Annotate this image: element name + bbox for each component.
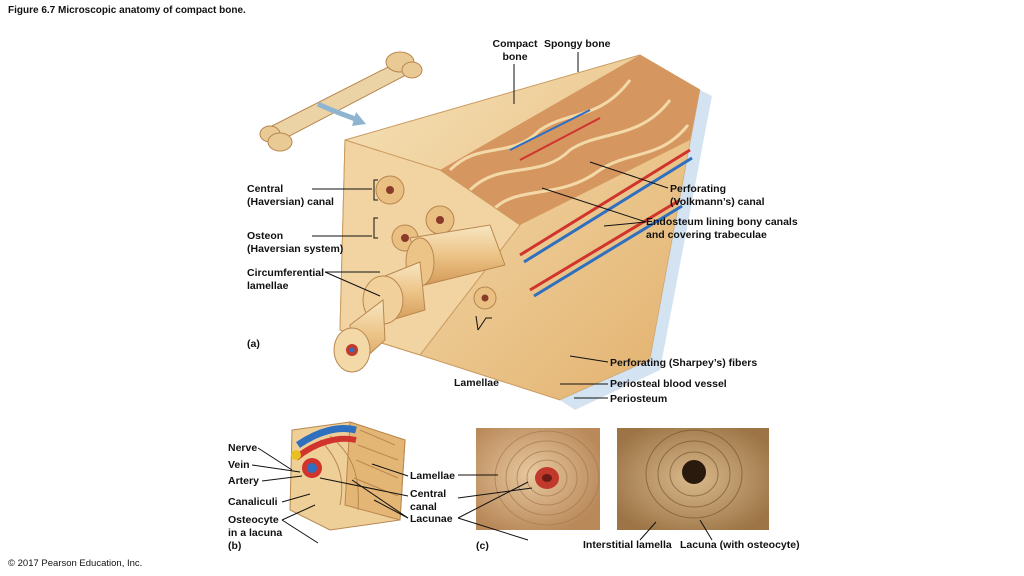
label-interstitial-lamella: Interstitial lamella [583,539,672,551]
label-vein: Vein [228,459,250,471]
leader-lines-a [312,52,669,399]
label-lamellae-a: Lamellae [454,377,499,389]
panel-b-block [289,421,406,531]
label-central-canal-b-line2: canal [410,501,437,513]
label-central-canal-line2: (Haversian) canal [247,196,334,208]
figure-title: Figure 6.7 Microscopic anatomy of compac… [8,5,246,16]
micrograph-left [476,428,600,530]
label-circumferential-lamellae: Circumferential lamellae [247,267,324,293]
label-compact-bone-line1: Compact [492,38,538,50]
label-osteocyte-line1: Osteocyte [228,514,279,526]
label-osteon: Osteon (Haversian system) [247,230,343,256]
label-perforating-canal-line2: (Volkmann’s) canal [670,196,765,208]
arrow-head-icon [352,112,366,126]
label-perforating-canal: Perforating (Volkmann’s) canal [670,183,765,209]
label-central-canal-b: Central canal [410,488,446,514]
label-endosteum-line1: Endosteum lining bony canals [646,216,798,228]
bone-block [333,54,712,410]
label-lacuna: Lacuna (with osteocyte) [680,539,800,551]
label-osteocyte: Osteocyte in a lacuna [228,514,282,540]
label-perforating-canal-line1: Perforating [670,183,727,195]
leader-lines-c [457,474,713,541]
label-circ-lamellae-line2: lamellae [247,280,289,292]
label-nerve: Nerve [228,442,258,454]
label-central-canal-b-line1: Central [410,488,447,500]
panel-b-label: (b) [228,540,242,552]
label-lacunae: Lacunae [410,513,453,525]
leader-lines-b [251,447,409,544]
label-periosteum: Periosteum [610,393,668,405]
panel-c-label: (c) [476,540,489,552]
label-osteocyte-line2: in a lacuna [228,527,283,539]
label-canaliculi: Canaliculi [228,496,278,508]
label-spongy-bone: Spongy bone [544,38,611,50]
label-sharpeys-fibers: Perforating (Sharpey’s) fibers [610,357,758,369]
label-circ-lamellae-line1: Circumferential [247,267,325,279]
telescoped-osteon [333,224,506,373]
copyright: © 2017 Pearson Education, Inc. [8,558,143,569]
micrograph-right [617,428,769,530]
label-artery: Artery [228,475,259,487]
label-periosteal-vessel: Periosteal blood vessel [610,378,727,390]
label-compact-bone: Compact bone [485,38,545,64]
label-central-canal: Central (Haversian) canal [247,183,334,209]
long-bone-icon [259,51,423,152]
label-endosteum: Endosteum lining bony canals and coverin… [646,216,798,242]
label-lamellae-b: Lamellae [410,470,455,482]
label-endosteum-line2: and covering trabeculae [646,229,767,241]
osteon-cross-sections [375,175,497,310]
label-central-canal-line1: Central [247,183,284,195]
label-osteon-line1: Osteon [247,230,284,242]
label-osteon-line2: (Haversian system) [247,243,344,255]
panel-a-label: (a) [247,338,260,350]
label-compact-bone-line2: bone [502,51,528,63]
